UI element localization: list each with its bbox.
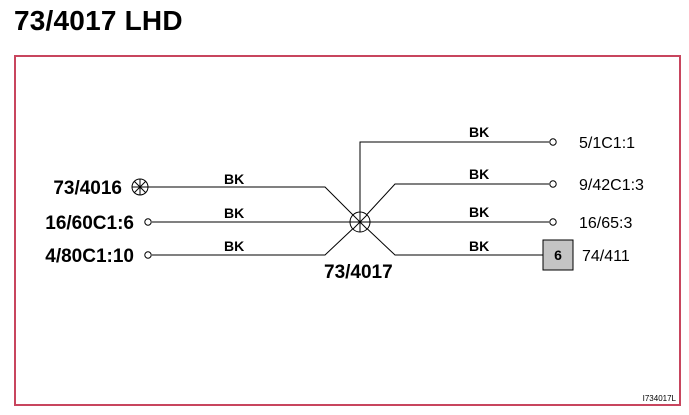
wire-right-4 xyxy=(359,221,543,256)
endpoint-right-2: 9/42C1:3 xyxy=(579,177,644,194)
splice-icon xyxy=(349,211,371,233)
endpoint-left-2: 16/60C1:6 xyxy=(45,213,134,234)
wire-color-right-4: BK xyxy=(469,238,489,254)
connector-box: 6 xyxy=(542,239,574,271)
splice-73-4016-icon xyxy=(131,178,149,196)
wire-color-right-3: BK xyxy=(469,204,489,220)
wire-color-left-1: BK xyxy=(224,171,244,187)
endpoint-right-1: 5/1C1:1 xyxy=(579,135,635,152)
terminal-right-3-icon xyxy=(549,218,557,226)
wire-left-1 xyxy=(148,186,361,223)
figure-id: I734017L xyxy=(643,394,677,403)
connector-number: 6 xyxy=(554,247,562,263)
endpoint-left-3: 4/80C1:10 xyxy=(45,246,134,267)
terminal-left-2-icon xyxy=(144,218,152,226)
wire-color-left-2: BK xyxy=(224,205,244,221)
wire-right-1 xyxy=(359,141,549,222)
terminal-right-2-icon xyxy=(549,180,557,188)
terminal-left-3-icon xyxy=(144,251,152,259)
diagram-frame xyxy=(14,55,681,406)
page-title: 73/4017 LHD xyxy=(14,5,183,36)
wire-left-3 xyxy=(152,221,361,256)
wire-right-2 xyxy=(359,183,549,223)
endpoint-right-4: 74/411 xyxy=(582,248,630,265)
wire-color-left-3: BK xyxy=(224,238,244,254)
wire-color-right-2: BK xyxy=(469,166,489,182)
wire-color-right-1: BK xyxy=(469,124,489,140)
splice-label: 73/4017 xyxy=(324,262,393,283)
endpoint-left-1: 73/4016 xyxy=(53,178,122,199)
terminal-right-1-icon xyxy=(549,138,557,146)
endpoint-right-3: 16/65:3 xyxy=(579,215,632,232)
